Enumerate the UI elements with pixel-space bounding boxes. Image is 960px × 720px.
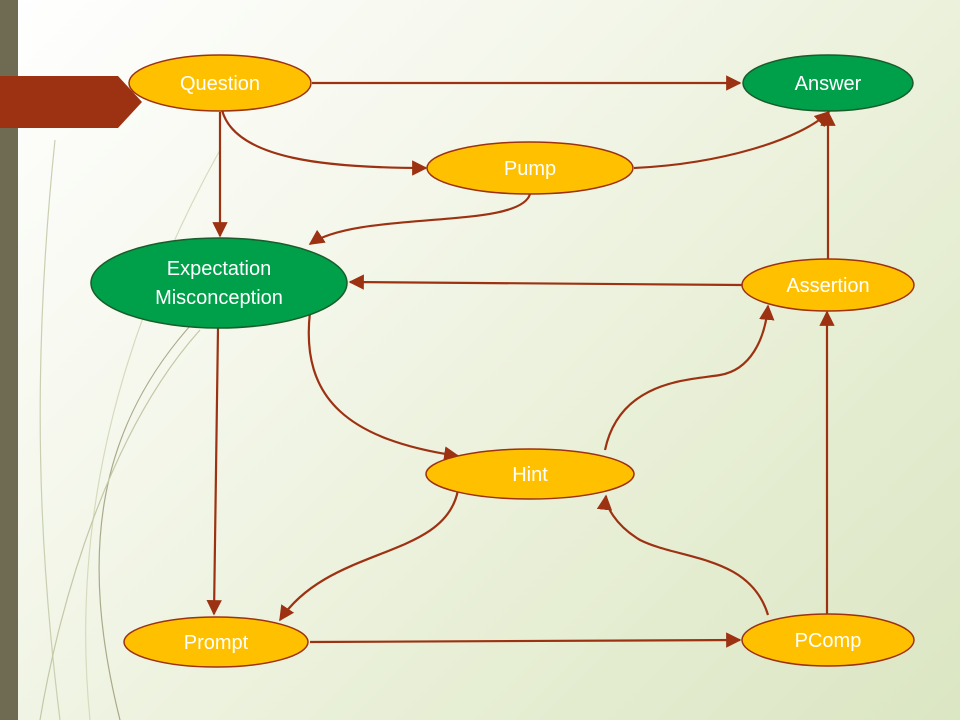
node-expectation-label: Expectation bbox=[167, 258, 272, 280]
node-assertion: Assertion bbox=[741, 258, 915, 312]
node-assertion-label: Assertion bbox=[786, 275, 869, 297]
node-hint: Hint bbox=[425, 448, 635, 500]
edge-prompt-pcomp bbox=[309, 632, 742, 648]
edge-assertion-expectation bbox=[348, 274, 743, 290]
node-question: Question bbox=[128, 54, 312, 112]
node-answer: Answer bbox=[742, 54, 914, 112]
node-answer-label: Answer bbox=[795, 73, 862, 95]
edge-hint-prompt bbox=[279, 489, 460, 622]
edge-pcomp-hint bbox=[596, 494, 770, 616]
title-tab-marker bbox=[0, 76, 142, 128]
node-pump: Pump bbox=[426, 141, 634, 195]
node-hint-label: Hint bbox=[512, 464, 548, 486]
node-prompt-label: Prompt bbox=[184, 632, 249, 654]
node-expectation-misconception: Expectation Misconception bbox=[90, 237, 348, 329]
edge-hint-assertion bbox=[603, 304, 775, 451]
node-pcomp-label: PComp bbox=[795, 630, 862, 652]
edge-pump-expectation bbox=[308, 193, 532, 245]
edge-pump-answer bbox=[633, 110, 831, 170]
edge-expectation-hint bbox=[307, 311, 460, 462]
node-prompt: Prompt bbox=[123, 616, 309, 668]
node-misconception-label: Misconception bbox=[155, 287, 283, 309]
node-pump-label: Pump bbox=[504, 158, 556, 180]
edge-question-pump bbox=[220, 109, 428, 176]
edge-expectation-prompt bbox=[206, 327, 222, 616]
node-question-label: Question bbox=[180, 73, 260, 95]
node-pcomp: PComp bbox=[741, 613, 915, 667]
left-accent-bar bbox=[0, 0, 18, 720]
decorative-curves bbox=[39, 139, 221, 720]
